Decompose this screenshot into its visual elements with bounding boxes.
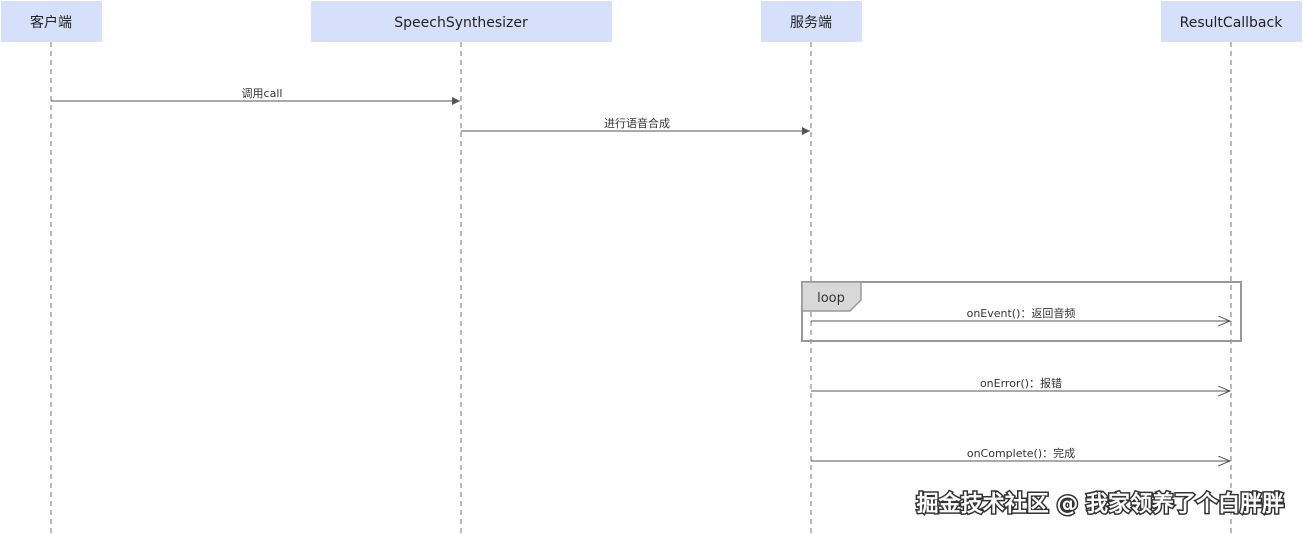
participant-synth: SpeechSynthesizer [311, 1, 612, 42]
participant-server: 服务端 [761, 1, 862, 42]
message-onevent: onEvent()：返回音频 [811, 306, 1230, 321]
message-synthesize: 进行语音合成 [461, 116, 810, 135]
participant-callback: ResultCallback [1161, 1, 1302, 42]
participant-synth-label: SpeechSynthesizer [394, 15, 528, 31]
message-call: 调用call [51, 87, 460, 105]
watermark: 掘金技术社区 @ 我家领养了个白胖胖 [917, 491, 1284, 517]
message-onerror: onError()：报错 [811, 376, 1230, 391]
message-synthesize-label: 进行语音合成 [604, 116, 670, 130]
message-call-label: 调用call [242, 87, 283, 100]
participant-server-label: 服务端 [790, 15, 832, 31]
participant-client-label: 客户端 [30, 14, 72, 31]
loop-label: loop [817, 291, 845, 306]
message-onevent-label: onEvent()：返回音频 [967, 306, 1076, 320]
message-oncomplete: onComplete()：完成 [811, 446, 1230, 461]
message-onerror-label: onError()：报错 [980, 376, 1062, 390]
loop-frame: loop [801, 281, 1242, 342]
participant-callback-label: ResultCallback [1180, 15, 1284, 31]
participant-client: 客户端 [1, 1, 102, 42]
message-oncomplete-label: onComplete()：完成 [967, 446, 1075, 460]
